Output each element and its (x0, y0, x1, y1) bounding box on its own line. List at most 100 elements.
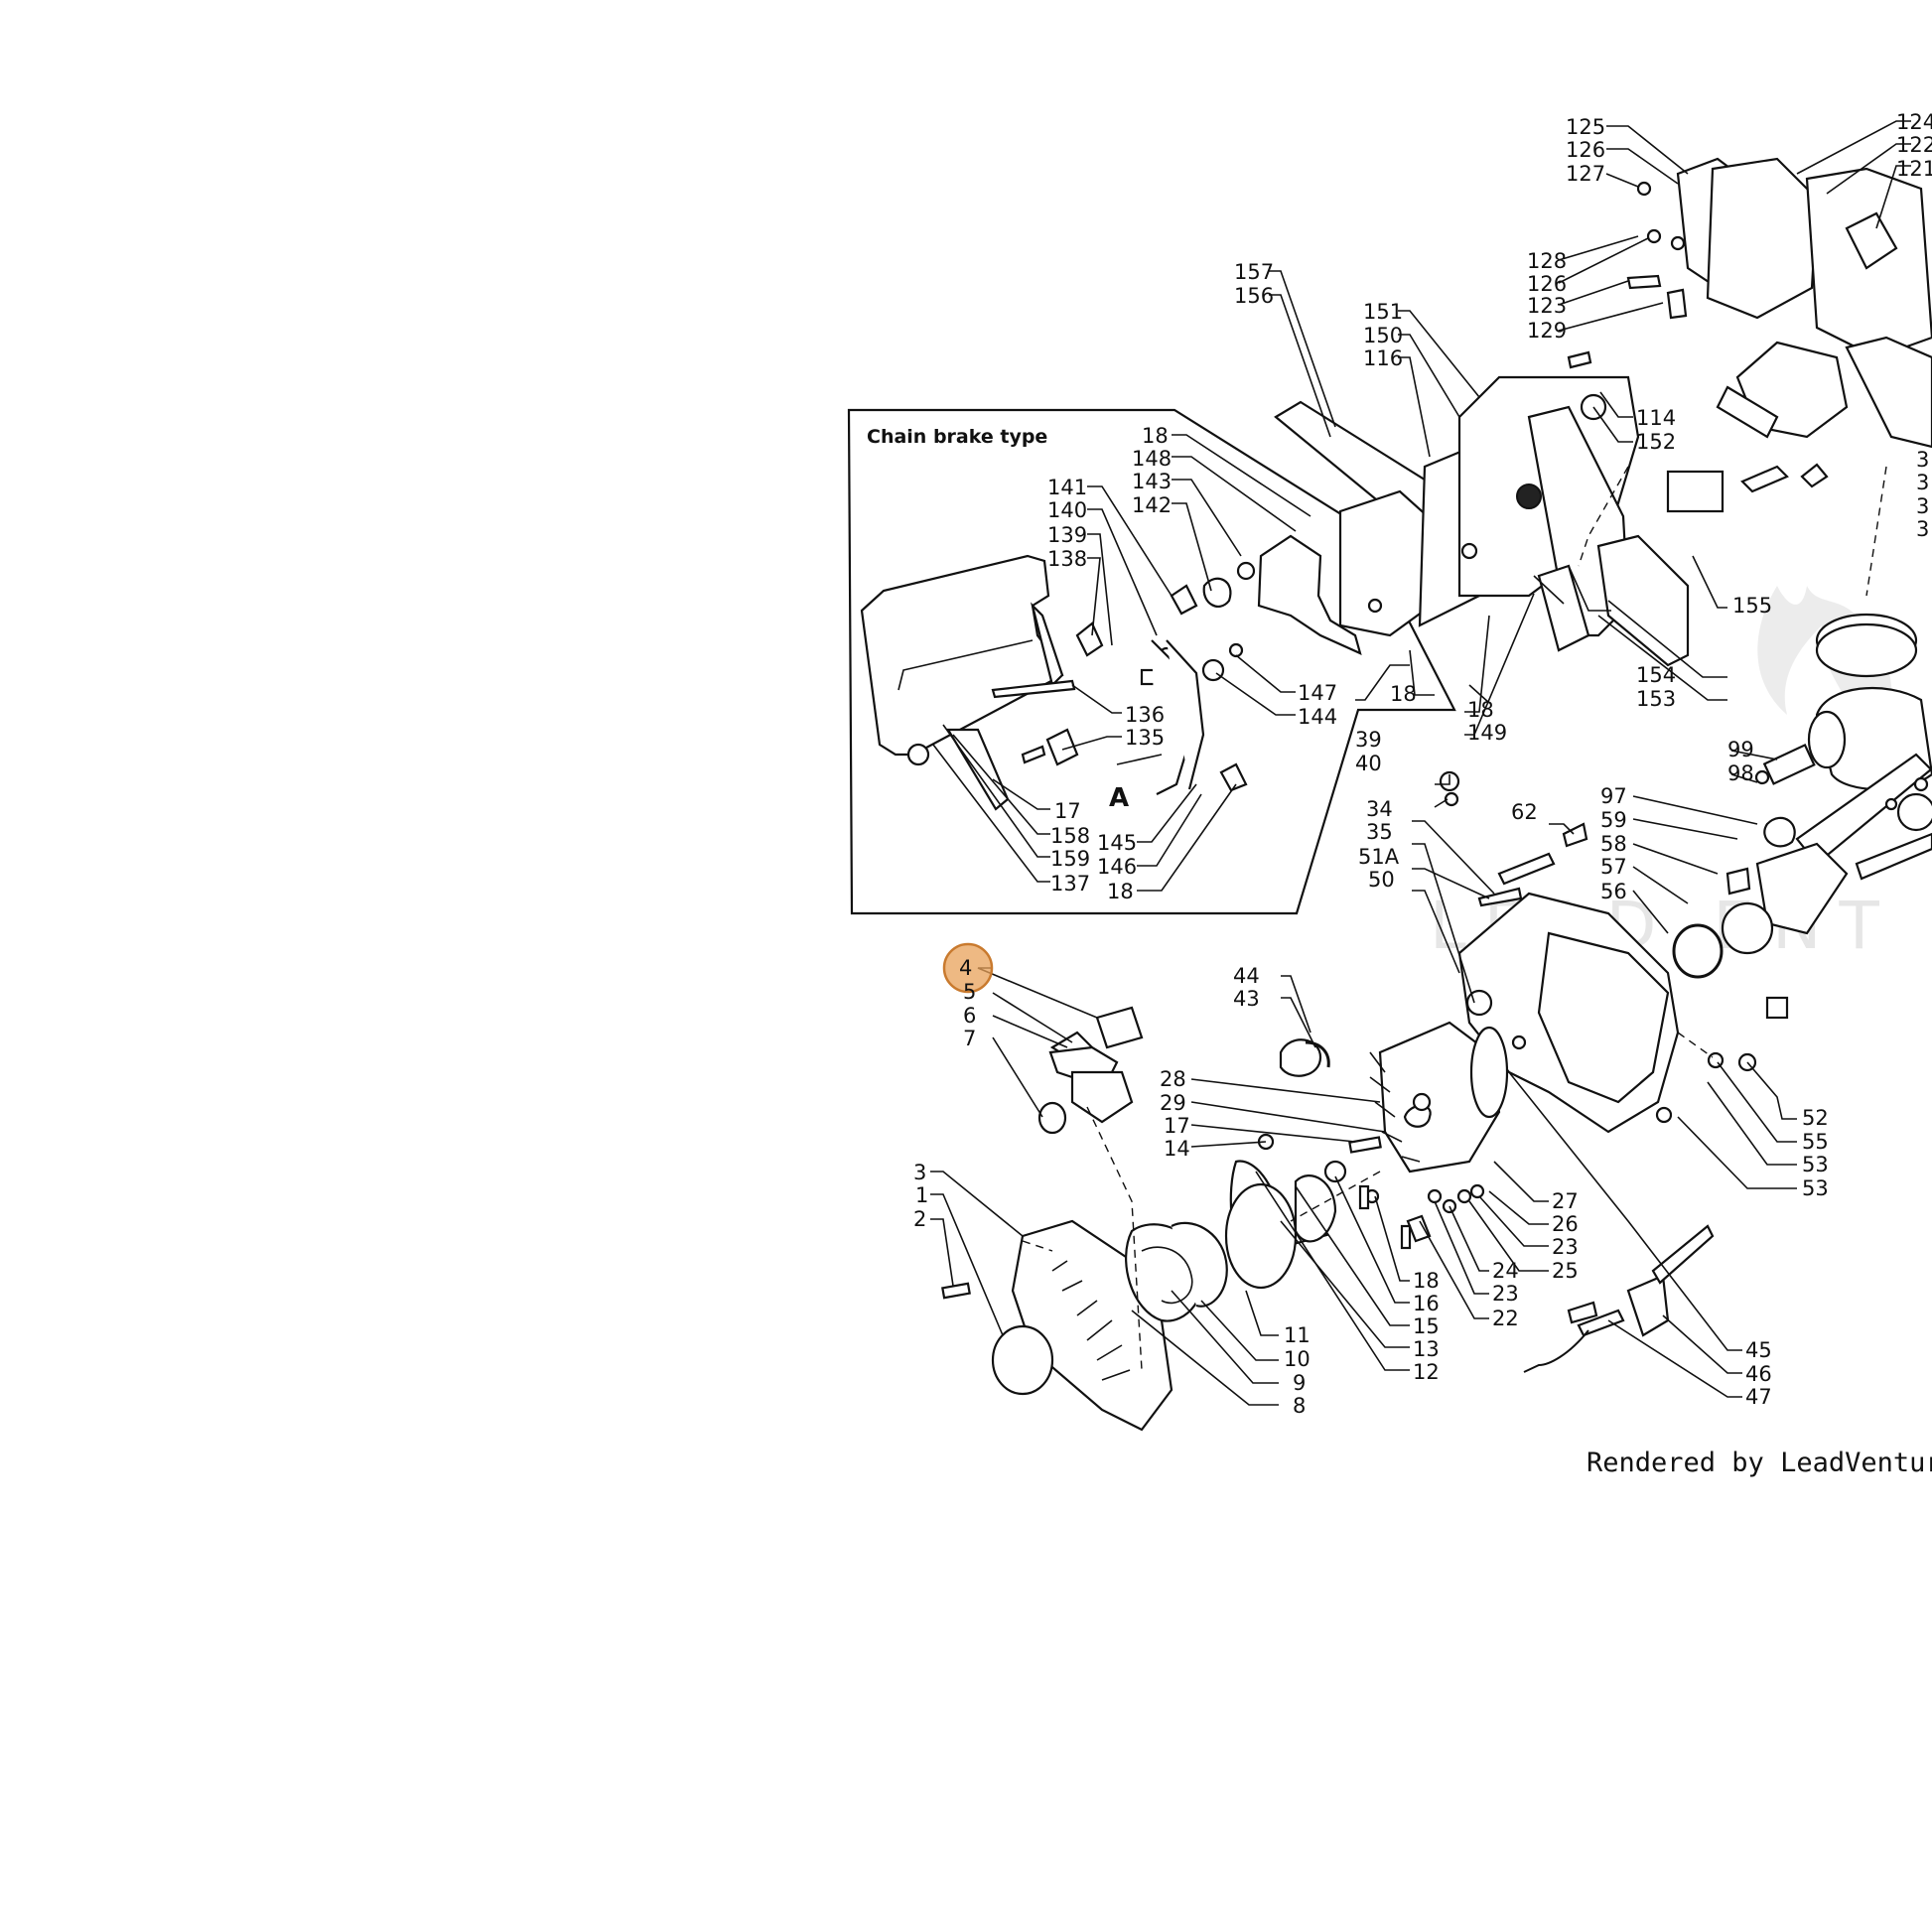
label-151[interactable]: 151 (1363, 300, 1403, 324)
label-53[interactable]: 53 (1802, 1153, 1829, 1176)
label-44[interactable]: 44 (1233, 964, 1260, 988)
label-97[interactable]: 97 (1600, 784, 1627, 808)
label-126[interactable]: 126 (1566, 138, 1605, 162)
part-labels: 125 124 126 122 127 121 128 126 123 129 … (913, 110, 1932, 1418)
label-5[interactable]: 5 (963, 980, 976, 1004)
label-18[interactable]: 18 (1142, 424, 1169, 448)
label-7[interactable]: 7 (963, 1027, 976, 1050)
label-16[interactable]: 16 (1413, 1292, 1440, 1315)
label-157[interactable]: 157 (1234, 260, 1274, 284)
label-146[interactable]: 146 (1097, 855, 1137, 879)
label-13[interactable]: 13 (1413, 1337, 1440, 1361)
label-150[interactable]: 150 (1363, 324, 1403, 347)
selected-part-highlight[interactable] (942, 942, 994, 994)
ignition-coil (1523, 1224, 1715, 1373)
label-17[interactable]: 17 (1164, 1114, 1190, 1138)
label-3[interactable]: 3 (913, 1161, 926, 1184)
label-122[interactable]: 122 (1896, 133, 1932, 157)
label-124[interactable]: 124 (1896, 110, 1932, 134)
label-24[interactable]: 24 (1492, 1259, 1519, 1283)
label-142[interactable]: 142 (1132, 493, 1172, 517)
label-45[interactable]: 45 (1745, 1338, 1772, 1362)
label-58[interactable]: 58 (1600, 832, 1627, 856)
label-27[interactable]: 27 (1552, 1189, 1579, 1213)
label-136[interactable]: 136 (1125, 703, 1165, 727)
label-139[interactable]: 139 (1047, 523, 1087, 547)
label-6[interactable]: 6 (963, 1004, 976, 1028)
label-15[interactable]: 15 (1413, 1314, 1440, 1338)
label-114[interactable]: 114 (1636, 406, 1676, 430)
label-39[interactable]: 39 (1355, 728, 1382, 752)
label-9[interactable]: 9 (1293, 1371, 1306, 1395)
label-35[interactable]: 35 (1366, 820, 1393, 844)
label-3[interactable]: 3 (1916, 448, 1929, 472)
label-25[interactable]: 25 (1552, 1259, 1579, 1283)
label-17[interactable]: 17 (1054, 799, 1081, 823)
label-156[interactable]: 156 (1234, 284, 1274, 308)
label-46[interactable]: 46 (1745, 1362, 1772, 1386)
label-11[interactable]: 11 (1284, 1323, 1311, 1347)
label-62[interactable]: 62 (1511, 800, 1538, 824)
label-129[interactable]: 129 (1527, 319, 1567, 343)
label-26[interactable]: 26 (1552, 1212, 1579, 1236)
label-148[interactable]: 148 (1132, 447, 1172, 471)
label-40[interactable]: 40 (1355, 752, 1382, 775)
label-52[interactable]: 52 (1802, 1106, 1829, 1130)
label-126[interactable]: 126 (1527, 272, 1567, 296)
label-51a[interactable]: 51A (1358, 845, 1400, 869)
label-47[interactable]: 47 (1745, 1385, 1772, 1409)
label-143[interactable]: 143 (1132, 470, 1172, 493)
label-138[interactable]: 138 (1047, 547, 1087, 571)
label-147[interactable]: 147 (1298, 681, 1337, 705)
label-152[interactable]: 152 (1636, 430, 1676, 454)
label-127[interactable]: 127 (1566, 162, 1605, 186)
label-18[interactable]: 18 (1467, 698, 1494, 722)
label-158[interactable]: 158 (1050, 824, 1090, 848)
label-145[interactable]: 145 (1097, 831, 1137, 855)
label-22[interactable]: 22 (1492, 1307, 1519, 1330)
label-149[interactable]: 149 (1467, 721, 1507, 745)
label-57[interactable]: 57 (1600, 855, 1627, 879)
label-14[interactable]: 14 (1164, 1137, 1190, 1161)
label-140[interactable]: 140 (1047, 498, 1087, 522)
label-141[interactable]: 141 (1047, 476, 1087, 499)
label-43[interactable]: 43 (1233, 987, 1260, 1011)
label-3[interactable]: 3 (1916, 494, 1929, 518)
label-8[interactable]: 8 (1293, 1394, 1306, 1418)
label-98[interactable]: 98 (1727, 761, 1754, 785)
label-18[interactable]: 18 (1413, 1269, 1440, 1293)
label-154[interactable]: 154 (1636, 663, 1676, 687)
label-128[interactable]: 128 (1527, 249, 1567, 273)
label-155[interactable]: 155 (1732, 594, 1772, 618)
label-18[interactable]: 18 (1390, 682, 1417, 706)
label-1[interactable]: 1 (915, 1183, 928, 1207)
label-12[interactable]: 12 (1413, 1360, 1440, 1384)
label-2[interactable]: 2 (913, 1207, 926, 1231)
label-50[interactable]: 50 (1368, 868, 1395, 892)
label-56[interactable]: 56 (1600, 880, 1627, 903)
label-144[interactable]: 144 (1298, 705, 1337, 729)
label-3[interactable]: 3 (1916, 517, 1929, 541)
label-153[interactable]: 153 (1636, 687, 1676, 711)
label-18[interactable]: 18 (1107, 880, 1134, 903)
label-123[interactable]: 123 (1527, 294, 1567, 318)
label-23[interactable]: 23 (1492, 1282, 1519, 1306)
label-121[interactable]: 121 (1896, 157, 1932, 181)
label-53[interactable]: 53 (1802, 1176, 1829, 1200)
label-99[interactable]: 99 (1727, 738, 1754, 761)
starter-pawl-parts (1037, 1006, 1144, 1135)
label-116[interactable]: 116 (1363, 346, 1403, 370)
label-29[interactable]: 29 (1160, 1091, 1186, 1115)
label-59[interactable]: 59 (1600, 808, 1627, 832)
label-125[interactable]: 125 (1566, 115, 1605, 139)
label-23[interactable]: 23 (1552, 1235, 1579, 1259)
label-159[interactable]: 159 (1050, 847, 1090, 871)
label-3[interactable]: 3 (1916, 471, 1929, 494)
label-28[interactable]: 28 (1160, 1067, 1186, 1091)
label-135[interactable]: 135 (1125, 726, 1165, 750)
label-10[interactable]: 10 (1284, 1347, 1311, 1371)
label-4[interactable]: 4 (959, 956, 972, 980)
label-137[interactable]: 137 (1050, 872, 1090, 896)
label-34[interactable]: 34 (1366, 797, 1393, 821)
label-55[interactable]: 55 (1802, 1130, 1829, 1154)
